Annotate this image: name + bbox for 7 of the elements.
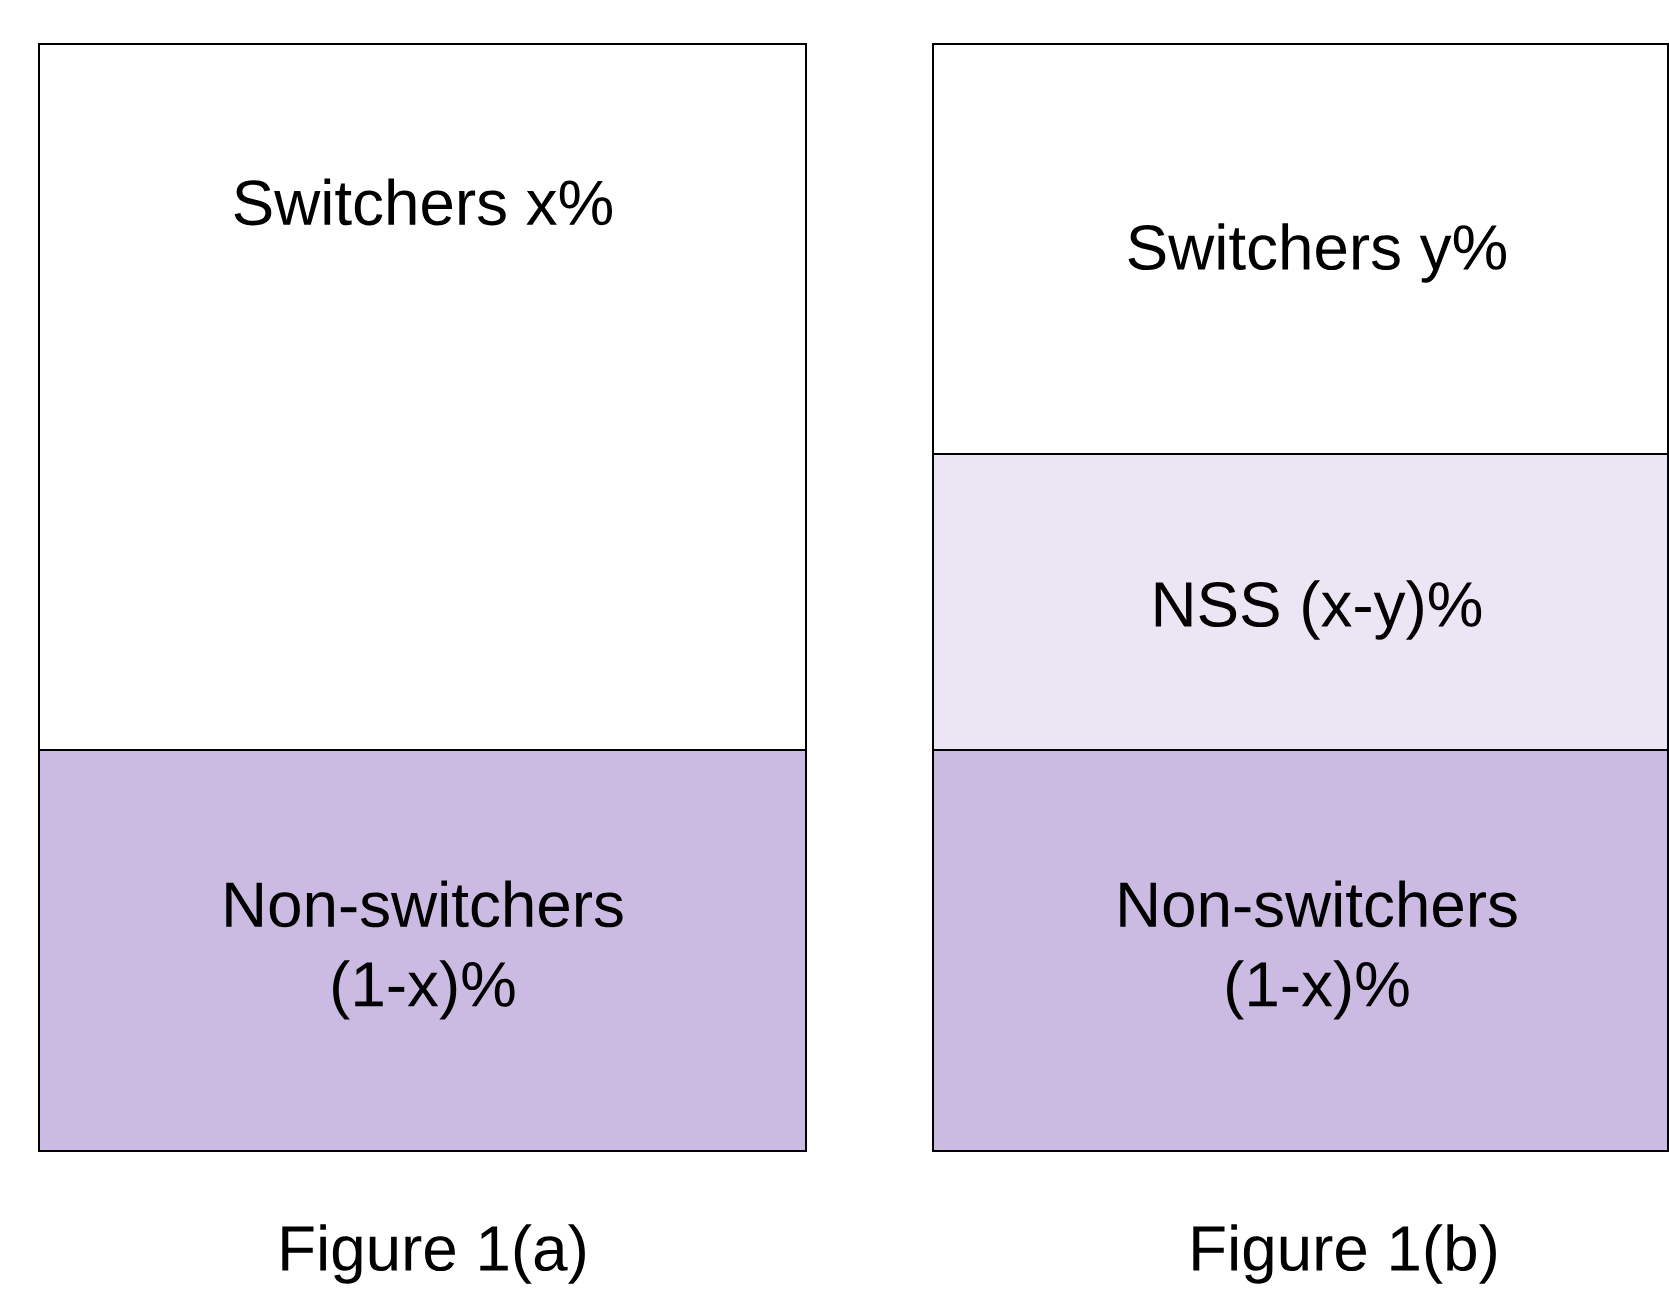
band-box: Non-switchers (1-x)% [932,749,1669,1152]
band-box: Non-switchers (1-x)% [38,749,807,1152]
band-box: Switchers y% [932,43,1669,455]
figure-caption: Figure 1(a) [282,1224,585,1284]
band-box: Switchers x% [38,43,807,751]
band-box: NSS (x-y)% [932,453,1669,751]
figure-caption: Figure 1(b) [1193,1224,1496,1284]
